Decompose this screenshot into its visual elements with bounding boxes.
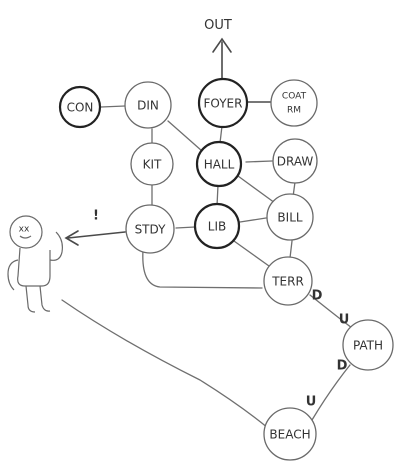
node-coat-label: COAT (282, 92, 307, 102)
figure-mouth (19, 235, 32, 239)
node-beach[interactable]: BEACH (263, 407, 317, 461)
edge-hall-draw (245, 160, 273, 163)
edge-stdy-terr (142, 249, 263, 289)
node-hall-label: HALL (204, 158, 235, 172)
edge-terr-path (309, 294, 353, 329)
edge-stdy-figure-arrow (64, 230, 126, 246)
figure-legs (25, 285, 51, 313)
node-con[interactable]: CON (58, 85, 102, 129)
node-bill[interactable]: BILL (266, 193, 314, 241)
node-beach-label: BEACH (269, 428, 310, 442)
edge-lib-bill (239, 217, 267, 223)
out-arrow (212, 37, 232, 83)
node-din-label: DIN (137, 99, 159, 113)
edge-lib-terr (233, 240, 270, 267)
node-rm-label: RM (287, 106, 301, 116)
figure-face-label: xx (19, 225, 30, 235)
node-coat-rm[interactable]: COAT RM (270, 79, 318, 127)
node-terr[interactable]: TERR (263, 256, 313, 306)
node-bill-label: BILL (277, 211, 302, 225)
out-exit: OUT (204, 18, 232, 83)
node-foyer[interactable]: FOYER (197, 77, 249, 129)
dead-figure-icon: xx (7, 215, 63, 313)
node-din[interactable]: DIN (124, 81, 172, 129)
figure-left-arm (7, 259, 19, 291)
node-stdy[interactable]: STDY (125, 204, 175, 254)
direction-d-terr-path: D (312, 289, 323, 304)
node-lib-label: LIB (208, 220, 226, 234)
edge-bill-terr (289, 240, 293, 259)
edge-hall-bill (237, 175, 276, 204)
out-label: OUT (204, 18, 232, 33)
edge-hall-lib (216, 184, 219, 207)
edge-stdy-lib (175, 226, 196, 229)
node-draw-label: DRAW (277, 155, 314, 169)
figure-body (17, 247, 51, 287)
figure-right-arm (49, 231, 63, 261)
node-stdy-label: STDY (135, 223, 167, 237)
node-path[interactable]: PATH (342, 319, 394, 371)
edges (61, 101, 353, 429)
direction-u-terr-path: U (339, 313, 350, 328)
direction-d-path-beach: D (337, 359, 348, 374)
node-path-label: PATH (353, 339, 383, 353)
node-kit-label: KIT (143, 158, 162, 172)
node-hall[interactable]: HALL (195, 140, 243, 188)
edge-figure-beach (61, 299, 269, 429)
edge-foyer-hall (219, 125, 223, 144)
node-foyer-label: FOYER (204, 97, 243, 111)
node-lib[interactable]: LIB (193, 202, 241, 250)
direction-u-path-beach: U (306, 395, 317, 410)
edge-path-beach (311, 364, 351, 421)
node-con-label: CON (67, 101, 94, 115)
edge-din-hall (167, 120, 203, 152)
figure-head (9, 215, 43, 249)
node-kit[interactable]: KIT (130, 142, 174, 186)
node-draw[interactable]: DRAW (272, 138, 318, 184)
node-terr-label: TERR (271, 275, 304, 289)
exclamation-mark: ! (93, 209, 99, 224)
edge-con-din (100, 105, 126, 108)
